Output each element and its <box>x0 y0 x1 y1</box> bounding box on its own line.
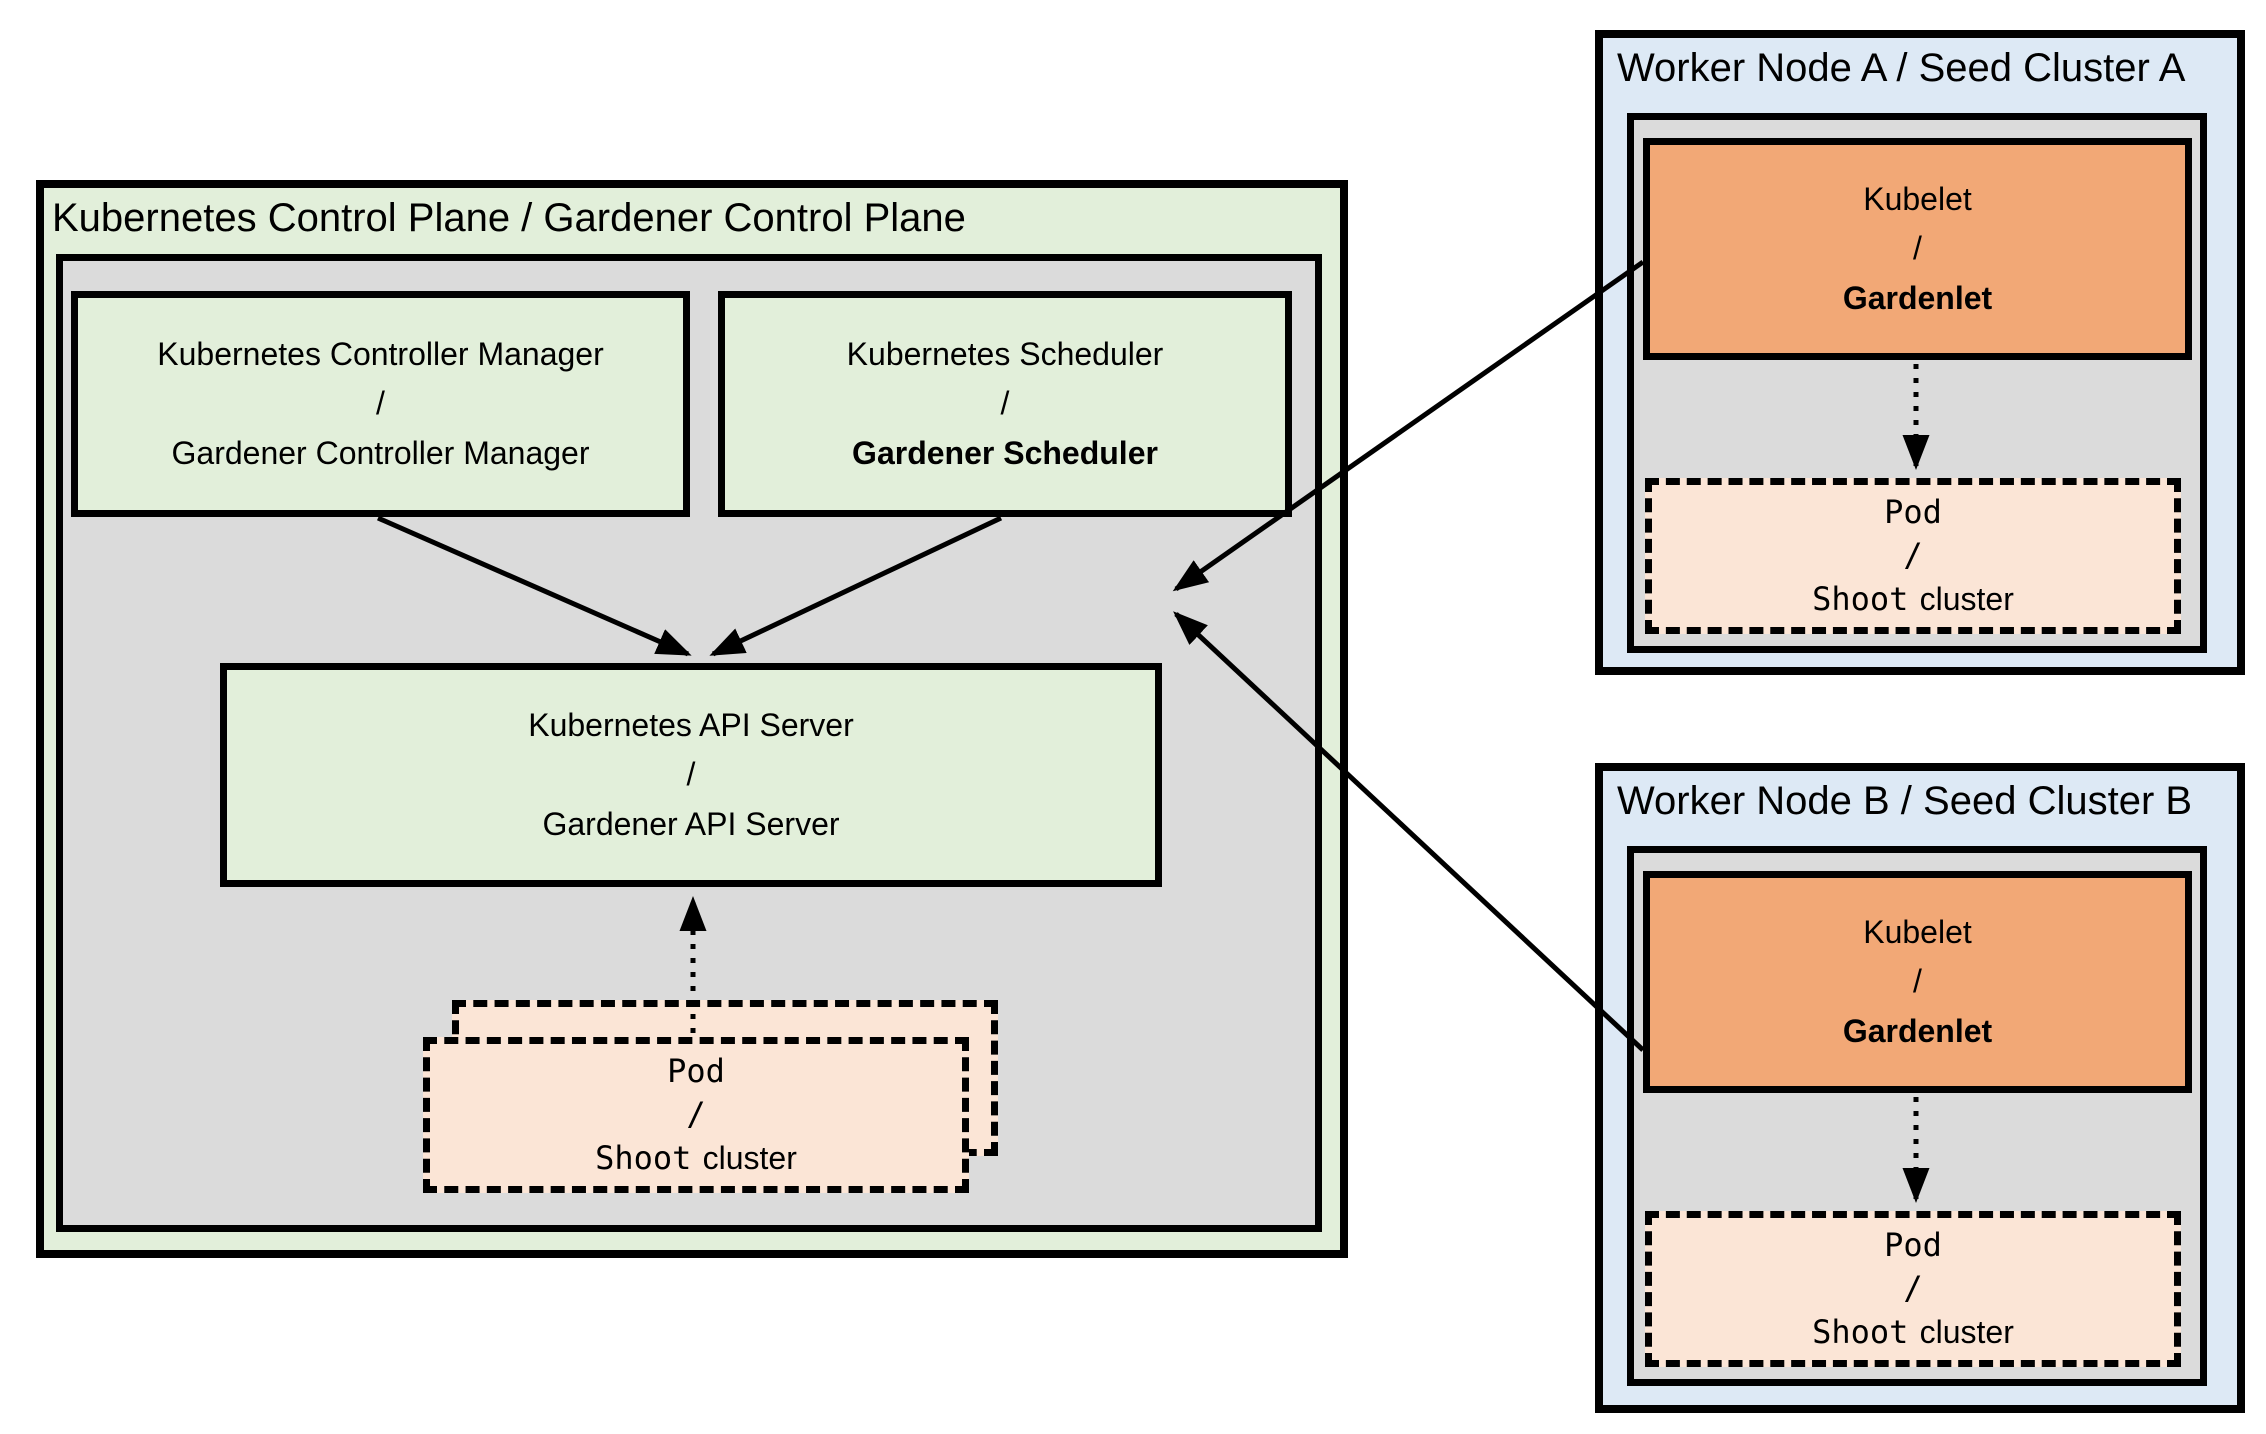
kubelet-a-line2: Gardenlet <box>1842 279 1993 316</box>
control-plane-title: Kubernetes Control Plane / Gardener Cont… <box>52 196 966 240</box>
worker-node-b-title: Worker Node B / Seed Cluster B <box>1617 779 2193 823</box>
pod-b-line2-shoot: Shoot <box>1812 1312 1909 1351</box>
api-server-line1: Kubernetes API Server <box>528 706 854 743</box>
pod-line1: Pod <box>667 1052 725 1091</box>
worker-b-pod-box: Pod / Shoot cluster <box>1645 1211 2181 1367</box>
api-server-line2: Gardener API Server <box>542 805 840 842</box>
scheduler-line1: Kubernetes Scheduler <box>846 335 1164 372</box>
pod-b-line2-cluster: cluster <box>1919 1313 2014 1350</box>
controller-manager-box: Kubernetes Controller Manager / Gardener… <box>71 291 690 517</box>
kubelet-b-line2: Gardenlet <box>1842 1012 1993 1049</box>
worker-node-a-title: Worker Node A / Seed Cluster A <box>1617 46 2186 90</box>
kubelet-a-line1: Kubelet <box>1863 180 1972 217</box>
pod-a-line2-cluster: cluster <box>1919 580 2014 617</box>
pod-b-line1: Pod <box>1884 1226 1942 1265</box>
worker-b-kubelet-box: Kubelet / Gardenlet <box>1643 871 2192 1093</box>
kubelet-a-separator: / <box>1913 230 1922 267</box>
controller-manager-line2: Gardener Controller Manager <box>171 434 590 471</box>
kubelet-b-separator: / <box>1913 963 1922 1000</box>
pod-a-line1: Pod <box>1884 493 1942 532</box>
controller-manager-separator: / <box>376 385 385 422</box>
scheduler-box: Kubernetes Scheduler / Gardener Schedule… <box>718 291 1292 517</box>
pod-line2-shoot: Shoot <box>595 1138 692 1177</box>
pod-line2-cluster: cluster <box>702 1139 797 1176</box>
kubelet-b-line1: Kubelet <box>1863 913 1972 950</box>
worker-a-kubelet-box: Kubelet / Gardenlet <box>1643 138 2192 360</box>
scheduler-separator: / <box>1000 385 1010 422</box>
api-server-separator: / <box>686 756 696 793</box>
pod-b-separator: / <box>1903 1269 1923 1308</box>
pod-a-line2-shoot: Shoot <box>1812 579 1909 618</box>
pod-separator: / <box>686 1095 706 1134</box>
control-plane-pod-box: Pod / Shoot cluster <box>423 1037 969 1193</box>
pod-a-separator: / <box>1903 536 1923 575</box>
controller-manager-line1: Kubernetes Controller Manager <box>157 335 604 372</box>
scheduler-line2: Gardener Scheduler <box>852 434 1158 471</box>
worker-a-pod-box: Pod / Shoot cluster <box>1645 478 2181 634</box>
api-server-box: Kubernetes API Server / Gardener API Ser… <box>220 663 1162 887</box>
